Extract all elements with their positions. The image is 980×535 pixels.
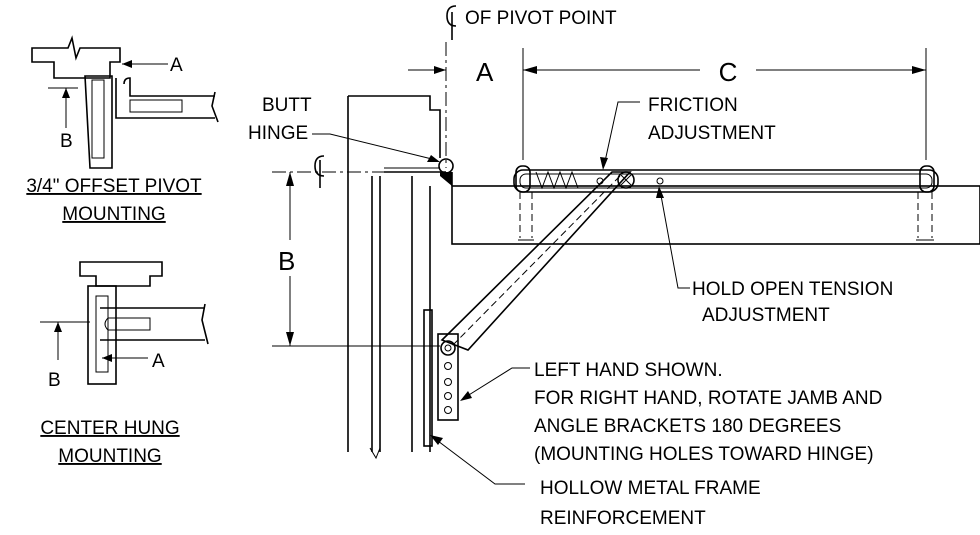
- jamb-bracket: [423, 309, 459, 447]
- left-hand-note-line1: LEFT HAND SHOWN.: [534, 360, 723, 381]
- friction-adjustment-line1: FRICTION: [648, 95, 738, 116]
- offset-pivot-detail: A B 3/4" OFFSET PIVOT MOUNTING: [26, 35, 219, 225]
- center-dim-a-label: A: [152, 351, 165, 372]
- center-dim-b-label: B: [48, 370, 61, 391]
- dim-b-label: B: [278, 246, 295, 276]
- hold-open-tension-line1: HOLD OPEN TENSION: [692, 279, 893, 300]
- left-hand-note-line2: FOR RIGHT HAND, ROTATE JAMB AND: [534, 388, 882, 409]
- center-hung-caption-line1: CENTER HUNG: [40, 418, 179, 439]
- closer-arm: [440, 171, 635, 351]
- offset-pivot-caption-line1: 3/4" OFFSET PIVOT: [26, 176, 202, 197]
- offset-dim-b-label: B: [60, 131, 73, 152]
- pivot-point-label: OF PIVOT POINT: [465, 8, 617, 29]
- dim-a-label: A: [476, 57, 494, 87]
- hold-open-tension-line2: ADJUSTMENT: [702, 305, 830, 326]
- main-plan-view: OF PIVOT POINT A C: [248, 5, 980, 529]
- left-hand-note-line3: ANGLE BRACKETS 180 DEGREES: [534, 416, 841, 437]
- frame-reinforcement-line1: HOLLOW METAL FRAME: [540, 478, 761, 499]
- left-hand-note-line4: (MOUNTING HOLES TOWARD HINGE): [534, 444, 874, 465]
- dim-c-label: C: [719, 57, 738, 87]
- centerline-symbol-top: [446, 5, 457, 40]
- centerline-symbol-left: [314, 155, 325, 188]
- offset-dim-a-label: A: [170, 55, 183, 76]
- friction-adjustment-line2: ADJUSTMENT: [648, 123, 776, 144]
- center-hung-caption-line2: MOUNTING: [58, 446, 161, 467]
- frame-reinforcement-line2: REINFORCEMENT: [540, 508, 706, 529]
- closer-body: [513, 165, 939, 241]
- offset-pivot-caption-line2: MOUNTING: [62, 204, 165, 225]
- butt-hinge-label-line1: BUTT: [262, 95, 312, 116]
- butt-hinge-label-line2: HINGE: [248, 123, 308, 144]
- center-hung-detail: A B CENTER HUNG MOUNTING: [40, 261, 209, 467]
